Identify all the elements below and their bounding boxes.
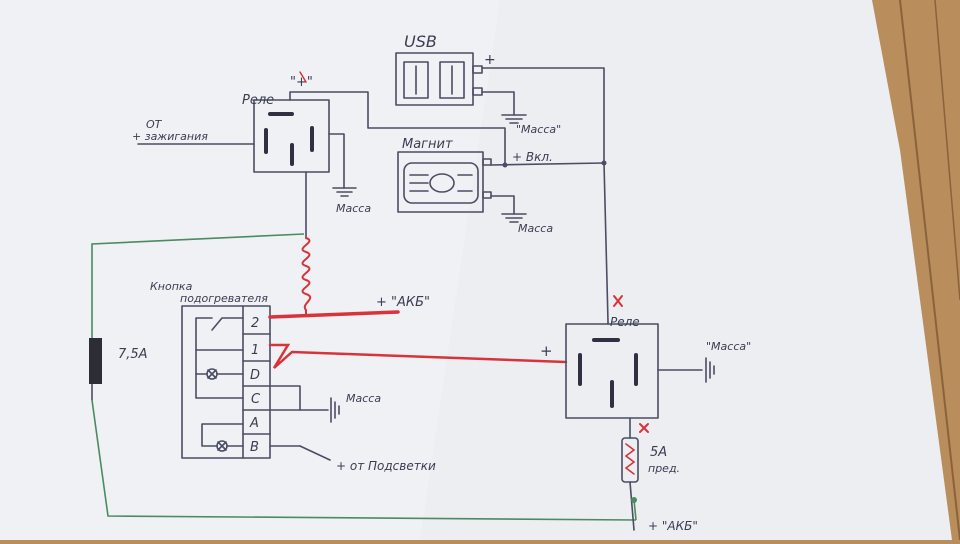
fuse-left-label: 7,5А	[118, 347, 148, 362]
pin-a-label: A	[249, 416, 259, 431]
pin-2-label: 2	[251, 316, 259, 331]
usb-label: USB	[404, 32, 437, 51]
relay-2-ground-label: "Масса"	[706, 340, 751, 353]
radio-ground-label: Масса	[518, 222, 553, 235]
radio-label: Магнит	[402, 137, 453, 152]
button-label-2: подогревателя	[180, 292, 268, 305]
relay-2-label: Реле	[610, 315, 640, 329]
usb-ground-label: "Масса"	[516, 123, 561, 136]
pin-c-label: C	[251, 392, 261, 407]
heater-button-block	[181, 305, 271, 459]
fuse-7-5a	[89, 338, 102, 384]
relay-1-label: Реле	[242, 93, 274, 108]
usb-module	[395, 52, 474, 106]
relay-1-ground-label: Масса	[336, 202, 371, 215]
pin-b-label: B	[250, 440, 259, 455]
from-backlight-label: + от Подсветки	[336, 459, 436, 473]
akb-bottom-label: + "АКБ"	[648, 519, 698, 533]
pin-1-label: 1	[251, 343, 259, 358]
fuse-right-label-1: 5А	[650, 445, 667, 460]
relay-2	[565, 323, 659, 419]
radio-unit	[397, 151, 484, 213]
from-ignition-label-1: ОТ	[146, 118, 163, 131]
akb-top-label: + "АКБ"	[376, 295, 430, 310]
radio-plus-label: + Вкл.	[512, 150, 553, 164]
button-label-1: Кнопка	[150, 280, 193, 293]
from-ignition-label-2: + зажигания	[132, 130, 208, 143]
button-ground-label: Масса	[346, 392, 381, 405]
fuse-right-label-2: пред.	[648, 462, 680, 475]
relay-1-plus-label: "+"	[290, 75, 313, 90]
relay-1	[253, 99, 330, 173]
relay-2-input-plus: +	[540, 342, 553, 360]
pin-d-label: D	[250, 368, 260, 383]
usb-plus-label: +	[484, 52, 496, 68]
